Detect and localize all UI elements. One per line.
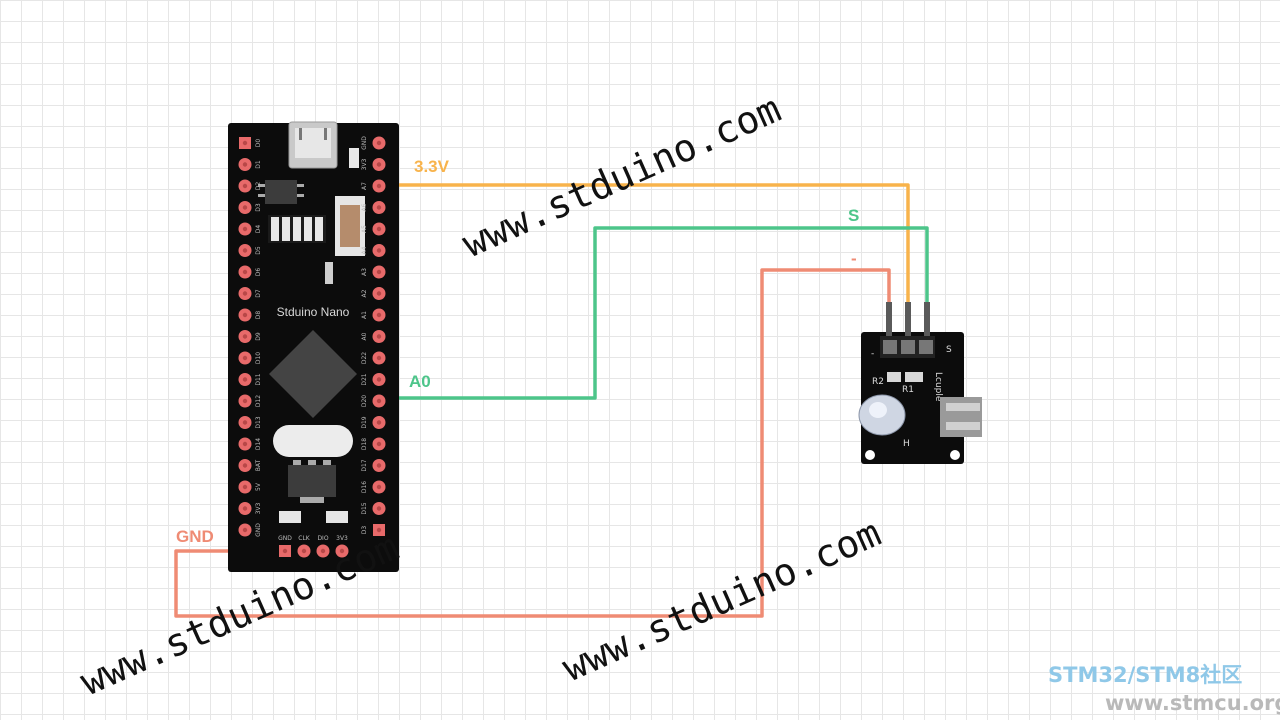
pin-label-right: D15	[361, 502, 368, 514]
module-pin-minus	[886, 302, 892, 352]
label-gnd: GND	[176, 527, 214, 546]
module-label-h: H	[903, 439, 910, 449]
stduino-nano-board: Stduino Nano D0D1D2D3D4D5D6D7D8D9D10D11D…	[228, 121, 399, 572]
pin-label-right: A1	[361, 311, 368, 319]
module-label-r2: R2	[872, 377, 884, 387]
module-label-minus: -	[871, 349, 874, 359]
pin-label-left: D8	[255, 311, 262, 320]
watermark-1: www.stduino.com	[456, 86, 787, 266]
pin-label-right: D17	[361, 459, 368, 471]
pin-label-left: D10	[255, 352, 262, 364]
wire-3v3	[384, 183, 910, 318]
crystal	[273, 425, 353, 457]
pin-label-left: D14	[255, 438, 262, 450]
pin-label-left: D0	[255, 139, 262, 148]
pin-label-left: D6	[255, 268, 262, 277]
pin-label-bottom: CLK	[298, 535, 311, 542]
mcu-chip	[269, 330, 357, 418]
pin-header-right: GND 3V3A7A6A5A4A3A2A1A0D22D21D20D19D18D17…	[361, 136, 386, 536]
pin-label-left: D7	[255, 289, 262, 298]
corner-logo-url: www.stmcu.org.cn	[1105, 691, 1280, 715]
pin-label-left: D2	[255, 182, 262, 191]
board-label: Stduino Nano	[277, 305, 350, 319]
pin-label-left: GND	[255, 523, 262, 537]
wire-gnd	[174, 268, 891, 618]
pin-label-right: A6	[361, 203, 368, 211]
pin-label-right: D20	[361, 395, 368, 407]
pin-label-bottom: 3V3	[336, 535, 348, 542]
ldo-chip	[288, 465, 336, 497]
module-label-s: S	[946, 345, 952, 355]
pin-label-left: D5	[255, 246, 262, 255]
pin-label-right: A4	[361, 246, 368, 254]
pin-label-right: D22	[361, 352, 368, 364]
module-label-r1: R1	[902, 385, 914, 395]
pin-label-right: A7	[361, 182, 368, 190]
label-s: S	[848, 206, 859, 225]
module-side-text: Lcuple	[933, 372, 943, 402]
watermark-3: www.stduino.com	[556, 510, 887, 690]
module-pin-s	[924, 302, 930, 352]
pin-label-left: D11	[255, 373, 262, 385]
pin-label-right: A2	[361, 289, 368, 297]
pin-label-right: D21	[361, 373, 368, 385]
pin-label-left: D1	[255, 160, 262, 169]
pin-label-right: D18	[361, 438, 368, 450]
regulator-chip	[265, 180, 297, 204]
pin-label-left: 3V3	[255, 502, 262, 514]
pin-label-right: A0	[361, 332, 368, 340]
label-a0: A0	[409, 372, 431, 391]
resistor-array	[268, 215, 326, 243]
pin-header-bottom: GND CLK DIO 3V3	[278, 535, 349, 558]
pin-label-left: D9	[255, 332, 262, 341]
pin-label-right: 3V3	[361, 158, 368, 170]
pin-label-right: GND	[361, 136, 368, 150]
pin-label-right: A5	[361, 225, 368, 233]
pin-label-left: D13	[255, 416, 262, 428]
wires	[174, 183, 929, 618]
label-minus: -	[851, 249, 857, 268]
pin-label-right: D3	[361, 526, 368, 535]
pin-label-bottom: GND	[278, 535, 292, 542]
pin-label-left: D12	[255, 395, 262, 407]
pin-label-left: BAT	[255, 459, 262, 471]
pin-label-left: D4	[255, 225, 262, 234]
reset-button	[335, 196, 365, 256]
wire-signal	[384, 226, 929, 400]
pin-label-right: A3	[361, 268, 368, 276]
pin-label-left: D3	[255, 203, 262, 212]
pin-label-right: D16	[361, 481, 368, 493]
module-pin-vcc	[905, 302, 911, 352]
pin-label-right: D19	[361, 416, 368, 428]
label-3v3: 3.3V	[414, 157, 450, 176]
corner-logo-title: STM32/STM8社区	[1048, 663, 1242, 687]
sensor-module: - S R2 R1 Lcuple H	[858, 302, 982, 464]
pin-label-bottom: DIO	[317, 535, 328, 542]
pin-label-left: 5V	[255, 482, 262, 491]
